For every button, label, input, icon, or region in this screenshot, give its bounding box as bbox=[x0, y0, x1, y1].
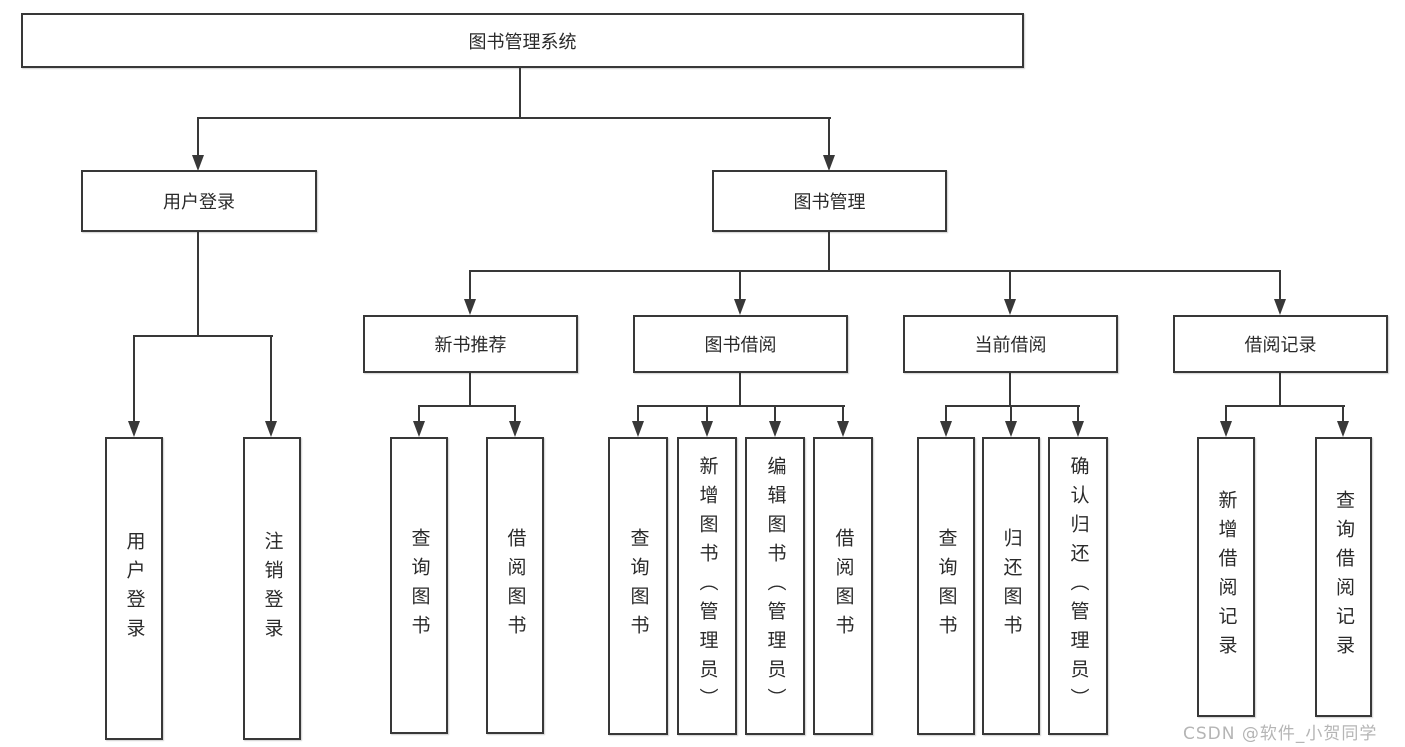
connector-arrow-line bbox=[1009, 270, 1011, 300]
node-label: 当前借阅 bbox=[974, 335, 1047, 356]
leaf-label: 查询图书 bbox=[408, 527, 431, 644]
arrow-down-icon bbox=[509, 421, 521, 437]
connector-current-stub bbox=[1009, 373, 1011, 405]
node-label: 用户登录 bbox=[163, 192, 235, 213]
leaf-query-books-recommend: 查询图书 bbox=[390, 437, 448, 734]
arrow-down-icon bbox=[192, 155, 204, 171]
connector-current-rail bbox=[945, 405, 1080, 407]
node-user-login: 用户登录 bbox=[81, 170, 317, 232]
connector-records-stub bbox=[1279, 373, 1281, 405]
leaf-label: 用户登录 bbox=[123, 530, 146, 647]
connector-arrow-line bbox=[1225, 405, 1227, 421]
node-library-system: 图书管理系统 bbox=[21, 13, 1024, 68]
leaf-label: 新增借阅记录 bbox=[1215, 490, 1238, 664]
node-label: 图书借阅 bbox=[704, 335, 777, 356]
leaf-label: 查询图书 bbox=[627, 528, 650, 644]
connector-arrow-line bbox=[197, 118, 199, 155]
connector-arrow-line bbox=[1279, 270, 1281, 300]
leaf-label: 注销登录 bbox=[261, 530, 284, 647]
arrow-down-icon bbox=[1274, 299, 1286, 315]
arrow-down-icon bbox=[1337, 421, 1349, 437]
connector-arrow-line bbox=[1342, 405, 1344, 421]
arrow-down-icon bbox=[1072, 421, 1084, 437]
node-new-book-recommendation: 新书推荐 bbox=[363, 315, 578, 373]
csdn-watermark: CSDN @软件_小贺同学 bbox=[1183, 724, 1378, 744]
arrow-down-icon bbox=[701, 421, 713, 437]
connector-arrow-line bbox=[828, 118, 830, 155]
connector-arrow-line bbox=[1010, 405, 1012, 421]
node-current-borrowing: 当前借阅 bbox=[903, 315, 1118, 373]
connector-userlogin-stub bbox=[197, 232, 199, 335]
leaf-confirm-return-admin: 确认归还（管理员） bbox=[1048, 437, 1108, 735]
arrow-down-icon bbox=[128, 421, 140, 437]
connector-borrowing-stub bbox=[739, 373, 741, 405]
node-label: 图书管理系统 bbox=[468, 31, 577, 53]
connector-level3-rail bbox=[469, 270, 1281, 272]
connector-arrow-line bbox=[133, 335, 135, 421]
connector-records-rail bbox=[1225, 405, 1345, 407]
arrow-down-icon bbox=[940, 421, 952, 437]
leaf-borrow-books-borrowing: 借阅图书 bbox=[813, 437, 873, 735]
arrow-down-icon bbox=[837, 421, 849, 437]
arrow-down-icon bbox=[464, 299, 476, 315]
connector-arrow-line bbox=[706, 405, 708, 421]
connector-arrow-line bbox=[842, 405, 844, 421]
node-label: 图书管理 bbox=[793, 192, 866, 213]
connector-arrow-line bbox=[514, 405, 516, 421]
connector-recommend-rail bbox=[418, 405, 516, 407]
connector-arrow-line bbox=[1077, 405, 1079, 421]
arrow-down-icon bbox=[632, 421, 644, 437]
connector-userchildren-rail bbox=[133, 335, 273, 337]
connector-borrowing-rail bbox=[637, 405, 845, 407]
connector-arrow-line bbox=[637, 405, 639, 421]
leaf-add-borrow-record: 新增借阅记录 bbox=[1197, 437, 1255, 717]
leaf-add-book-admin: 新增图书（管理员） bbox=[677, 437, 737, 735]
connector-arrow-line bbox=[774, 405, 776, 421]
connector-arrow-line bbox=[270, 335, 272, 421]
connector-recommend-stub bbox=[469, 373, 471, 405]
node-book-borrowing: 图书借阅 bbox=[633, 315, 848, 373]
leaf-query-books-current: 查询图书 bbox=[917, 437, 975, 735]
arrow-down-icon bbox=[769, 421, 781, 437]
arrow-down-icon bbox=[823, 155, 835, 171]
arrow-down-icon bbox=[1005, 421, 1017, 437]
arrow-down-icon bbox=[1220, 421, 1232, 437]
leaf-borrow-books-recommend: 借阅图书 bbox=[486, 437, 544, 734]
connector-arrow-line bbox=[469, 270, 471, 300]
leaf-logout: 注销登录 bbox=[243, 437, 301, 740]
leaf-label: 借阅图书 bbox=[504, 527, 527, 644]
connector-arrow-line bbox=[945, 405, 947, 421]
leaf-return-book: 归还图书 bbox=[982, 437, 1040, 735]
arrow-down-icon bbox=[265, 421, 277, 437]
leaf-label: 编辑图书（管理员） bbox=[764, 455, 787, 717]
leaf-label: 查询借阅记录 bbox=[1333, 490, 1355, 664]
connector-bookmgmt-stub bbox=[828, 232, 830, 270]
connector-level2-rail bbox=[197, 117, 831, 119]
node-borrowing-records: 借阅记录 bbox=[1173, 315, 1388, 373]
connector-root-stub bbox=[519, 68, 521, 118]
arrow-down-icon bbox=[413, 421, 425, 437]
leaf-label: 新增图书（管理员） bbox=[696, 455, 719, 717]
leaf-query-borrow-record: 查询借阅记录 bbox=[1315, 437, 1372, 717]
node-book-management: 图书管理 bbox=[712, 170, 947, 232]
node-label: 新书推荐 bbox=[434, 335, 507, 356]
leaf-query-books-borrowing: 查询图书 bbox=[608, 437, 668, 735]
connector-arrow-line bbox=[739, 270, 741, 300]
leaf-label: 确认归还（管理员） bbox=[1067, 455, 1090, 717]
connector-arrow-line bbox=[418, 405, 420, 421]
leaf-label: 归还图书 bbox=[1000, 528, 1023, 644]
leaf-label: 借阅图书 bbox=[832, 528, 855, 644]
node-label: 借阅记录 bbox=[1244, 335, 1317, 356]
arrow-down-icon bbox=[734, 299, 746, 315]
leaf-user-login: 用户登录 bbox=[105, 437, 163, 740]
leaf-label: 查询图书 bbox=[935, 528, 958, 644]
arrow-down-icon bbox=[1004, 299, 1016, 315]
leaf-edit-book-admin: 编辑图书（管理员） bbox=[745, 437, 805, 735]
